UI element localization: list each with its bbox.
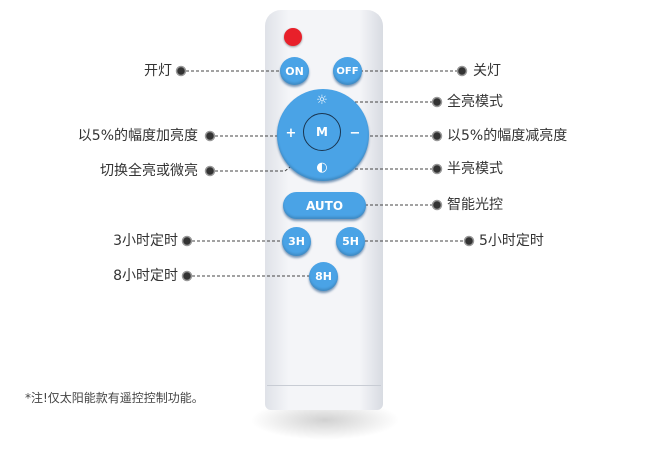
dot-auto: [431, 199, 443, 211]
mode-label: M: [316, 125, 328, 139]
timer-8h-button[interactable]: 8H: [309, 262, 338, 291]
full-bright-icon[interactable]: ☼: [316, 93, 328, 108]
label-decrease: 以5%的幅度减亮度: [447, 128, 568, 144]
on-label: ON: [285, 64, 304, 78]
auto-button[interactable]: AUTO: [283, 192, 366, 219]
on-button[interactable]: ON: [280, 57, 309, 85]
label-on: 开灯: [144, 63, 172, 79]
dot-5h: [463, 235, 475, 247]
off-button[interactable]: OFF: [333, 57, 362, 85]
dot-off: [456, 65, 468, 77]
timer-3h-label: 3H: [288, 235, 305, 248]
label-3h: 3小时定时: [113, 233, 178, 249]
increase-button[interactable]: +: [285, 126, 297, 141]
power-button[interactable]: [284, 28, 302, 46]
auto-label: AUTO: [305, 198, 344, 213]
timer-8h-label: 8H: [315, 270, 332, 283]
off-label: OFF: [336, 65, 359, 77]
label-half: 半亮模式: [447, 161, 503, 177]
dot-3h: [181, 235, 193, 247]
mode-button[interactable]: M: [303, 113, 341, 151]
remote-bottom-seam: [267, 385, 381, 386]
decrease-button[interactable]: −: [349, 126, 361, 141]
timer-5h-label: 5H: [342, 235, 359, 248]
label-auto: 智能光控: [447, 197, 503, 213]
timer-5h-button[interactable]: 5H: [336, 227, 365, 256]
label-increase: 以5%的幅度加亮度: [77, 128, 198, 144]
label-5h: 5小时定时: [479, 233, 544, 249]
label-8h: 8小时定时: [113, 268, 178, 284]
line-toggle: [210, 144, 319, 172]
footnote: *注!仅太阳能款有遥控控制功能。: [25, 391, 204, 405]
dot-decrease: [431, 130, 443, 142]
label-off: 关灯: [473, 63, 501, 79]
half-bright-icon[interactable]: ◐: [316, 160, 328, 175]
dot-on: [175, 65, 187, 77]
timer-3h-button[interactable]: 3H: [282, 227, 311, 256]
dot-8h: [181, 270, 193, 282]
label-full: 全亮模式: [447, 94, 503, 110]
dot-full: [431, 96, 443, 108]
dot-toggle: [204, 165, 216, 177]
label-toggle: 切换全亮或微亮: [100, 163, 198, 179]
dot-increase: [204, 130, 216, 142]
dot-half: [431, 163, 443, 175]
